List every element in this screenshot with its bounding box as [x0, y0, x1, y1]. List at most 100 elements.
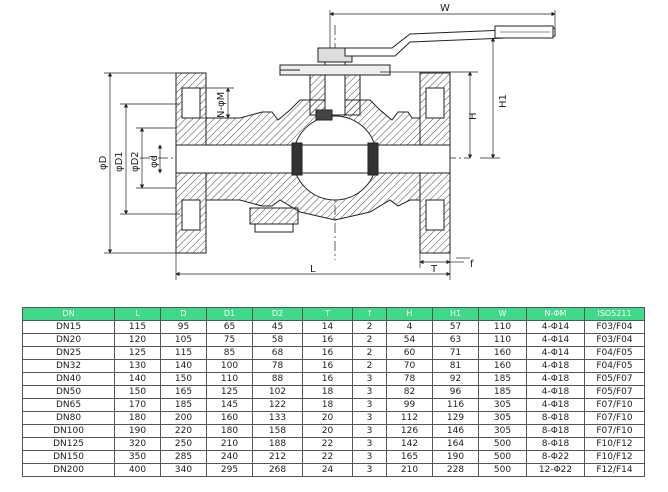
table-cell: 115: [114, 320, 161, 334]
table-cell: 268: [252, 463, 303, 477]
table-cell: 88: [252, 372, 303, 386]
table-cell: 160: [206, 411, 253, 425]
table-cell: 350: [114, 450, 161, 464]
table-cell: 305: [478, 411, 527, 425]
table-cell: F04/F05: [584, 359, 645, 373]
table-cell: 92: [432, 372, 479, 386]
table-cell: 125: [114, 346, 161, 360]
table-cell: 105: [160, 333, 207, 347]
table-cell: F10/F12: [584, 437, 645, 451]
table-cell: 228: [432, 463, 479, 477]
table-cell: 16: [302, 359, 353, 373]
table-cell: 120: [114, 333, 161, 347]
table-cell: 500: [478, 437, 527, 451]
table-cell: 146: [432, 424, 479, 438]
table-cell: DN32: [22, 359, 115, 373]
table-cell: 164: [432, 437, 479, 451]
table-cell: F03/F04: [584, 333, 645, 347]
label-d-bore: φd: [149, 155, 160, 168]
label-t: T: [430, 264, 438, 275]
table-cell: 100: [206, 359, 253, 373]
label-holes: N-φM: [216, 92, 227, 118]
table-cell: 20: [302, 424, 353, 438]
table-cell: 58: [252, 333, 303, 347]
column-header: DN: [22, 307, 115, 321]
table-cell: F12/F14: [584, 463, 645, 477]
bottom-plug: [249, 207, 299, 225]
column-header: W: [478, 307, 527, 321]
table-cell: 24: [302, 463, 353, 477]
table-cell: 95: [160, 320, 207, 334]
table-cell: 54: [386, 333, 433, 347]
dimension-labels: W H H1 φD φD1 φD2 φd N-φM L T f: [98, 3, 509, 275]
table-cell: F03/F04: [584, 320, 645, 334]
table-cell: 81: [432, 359, 479, 373]
table-cell: 22: [302, 450, 353, 464]
table-cell: DN80: [22, 411, 115, 425]
table-cell: 3: [352, 372, 387, 386]
table-cell: 8-Φ18: [526, 437, 585, 451]
label-h: H: [468, 112, 479, 120]
dimension-lines: [104, 10, 556, 280]
table-cell: 150: [160, 372, 207, 386]
table-cell: 240: [206, 450, 253, 464]
table-cell: 115: [160, 346, 207, 360]
table-cell: 70: [386, 359, 433, 373]
table-cell: 8-Φ18: [526, 411, 585, 425]
table-cell: 116: [432, 398, 479, 412]
table-cell: 180: [206, 424, 253, 438]
table-cell: 500: [478, 450, 527, 464]
table-cell: 200: [160, 411, 207, 425]
table-cell: 45: [252, 320, 303, 334]
label-l: L: [310, 264, 316, 275]
table-cell: 3: [352, 411, 387, 425]
table-cell: F07/F10: [584, 411, 645, 425]
table-cell: 2: [352, 320, 387, 334]
table-cell: 16: [302, 372, 353, 386]
table-cell: DN40: [22, 372, 115, 386]
column-header: D: [160, 307, 207, 321]
table-cell: 180: [114, 411, 161, 425]
table-cell: 142: [386, 437, 433, 451]
table-cell: 112: [386, 411, 433, 425]
table-cell: 133: [252, 411, 303, 425]
table-cell: F05/F07: [584, 385, 645, 399]
table-cell: 126: [386, 424, 433, 438]
table-cell: 4-Φ14: [526, 333, 585, 347]
table-cell: 305: [478, 424, 527, 438]
table-cell: 2: [352, 359, 387, 373]
table-cell: 20: [302, 411, 353, 425]
table-cell: 63: [432, 333, 479, 347]
table-cell: 102: [252, 385, 303, 399]
table-cell: 165: [160, 385, 207, 399]
table-cell: DN125: [22, 437, 115, 451]
table-cell: 3: [352, 450, 387, 464]
table-cell: 12-Φ22: [526, 463, 585, 477]
table-cell: DN150: [22, 450, 115, 464]
table-cell: 4-Φ18: [526, 372, 585, 386]
table-cell: 165: [386, 450, 433, 464]
table-cell: 145: [206, 398, 253, 412]
table-cell: 65: [206, 320, 253, 334]
table-cell: 75: [206, 333, 253, 347]
table-cell: DN100: [22, 424, 115, 438]
table-cell: 96: [432, 385, 479, 399]
table-cell: 22: [302, 437, 353, 451]
column-header: H1: [432, 307, 479, 321]
table-cell: 340: [160, 463, 207, 477]
label-d1: φD1: [114, 151, 125, 172]
table-cell: 185: [478, 372, 527, 386]
column-header: D2: [252, 307, 303, 321]
column-header: T: [302, 307, 353, 321]
table-cell: 2: [352, 333, 387, 347]
table-cell: F10/F12: [584, 450, 645, 464]
valve-body: [140, 25, 556, 260]
table-cell: 130: [114, 359, 161, 373]
